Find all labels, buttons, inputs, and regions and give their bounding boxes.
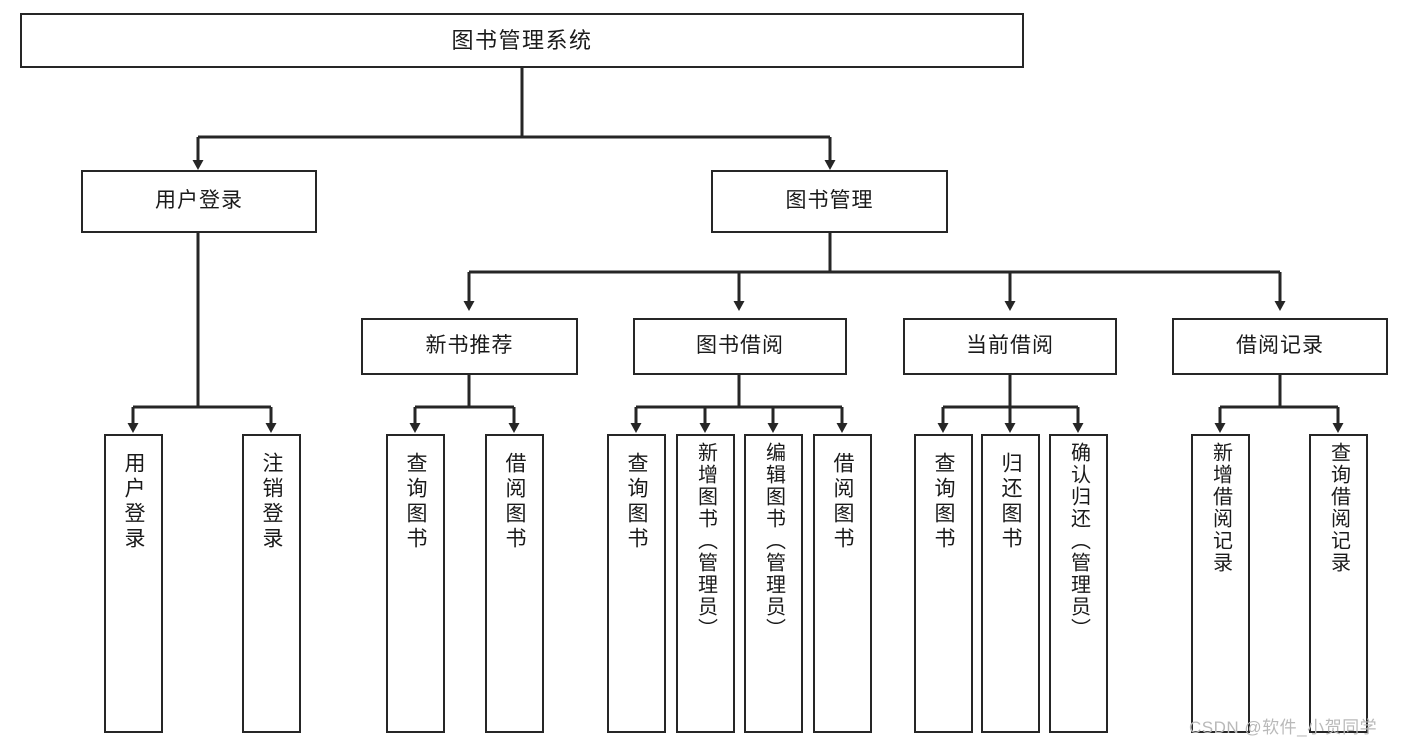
node-label: 注销登录: [260, 452, 283, 552]
node-label: 编辑图书（管理员）: [762, 442, 785, 640]
node-label: 图书借阅: [696, 334, 784, 358]
leaf-query-book-recommend[interactable]: 查询图书: [386, 434, 445, 733]
node-label: 借阅图书: [503, 452, 526, 552]
node-label: 新增借阅记录: [1209, 442, 1232, 574]
leaf-logout-login[interactable]: 注销登录: [242, 434, 301, 733]
node-label: 查询图书: [625, 452, 648, 552]
leaf-borrow-book[interactable]: 借阅图书: [813, 434, 872, 733]
node-user-login[interactable]: 用户登录: [81, 170, 317, 233]
node-label: 图书管理系统: [451, 27, 593, 53]
node-book-borrow[interactable]: 图书借阅: [633, 318, 847, 375]
leaf-borrow-book-recommend[interactable]: 借阅图书: [485, 434, 544, 733]
node-root-system[interactable]: 图书管理系统: [20, 13, 1024, 68]
node-label: 查询图书: [404, 452, 427, 552]
node-label: 查询借阅记录: [1327, 442, 1350, 574]
node-label: 用户登录: [122, 452, 145, 552]
node-label: 新增图书（管理员）: [694, 442, 717, 640]
node-book-management[interactable]: 图书管理: [711, 170, 948, 233]
node-label: 借阅图书: [831, 452, 854, 552]
leaf-return-book[interactable]: 归还图书: [981, 434, 1040, 733]
node-label: 借阅记录: [1236, 334, 1324, 358]
leaf-query-book-current[interactable]: 查询图书: [914, 434, 973, 733]
leaf-add-book-admin[interactable]: 新增图书（管理员）: [676, 434, 735, 733]
leaf-add-borrow-record[interactable]: 新增借阅记录: [1191, 434, 1250, 733]
node-label: 确认归还（管理员）: [1067, 442, 1090, 640]
leaf-user-login[interactable]: 用户登录: [104, 434, 163, 733]
node-current-borrow[interactable]: 当前借阅: [903, 318, 1117, 375]
node-label: 用户登录: [155, 189, 243, 213]
node-label: 图书管理: [785, 189, 874, 213]
leaf-query-borrow-record[interactable]: 查询借阅记录: [1309, 434, 1368, 733]
node-label: 查询图书: [932, 452, 955, 552]
node-label: 新书推荐: [425, 334, 514, 358]
leaf-edit-book-admin[interactable]: 编辑图书（管理员）: [744, 434, 803, 733]
node-new-book-recommend[interactable]: 新书推荐: [361, 318, 578, 375]
leaf-query-book-borrow[interactable]: 查询图书: [607, 434, 666, 733]
node-borrow-record[interactable]: 借阅记录: [1172, 318, 1388, 375]
node-label: 当前借阅: [966, 334, 1054, 358]
watermark-text: CSDN @软件_小贺同学: [1189, 718, 1378, 737]
leaf-confirm-return-admin[interactable]: 确认归还（管理员）: [1049, 434, 1108, 733]
node-label: 归还图书: [999, 452, 1022, 552]
